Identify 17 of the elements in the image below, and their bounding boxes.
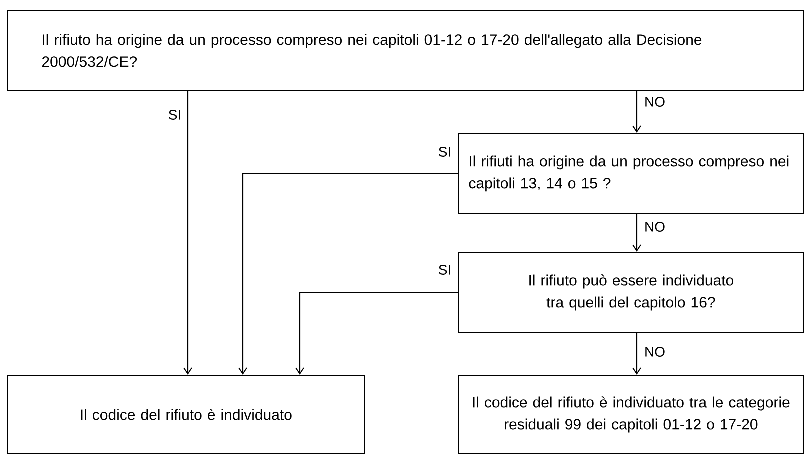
arrow: [632, 91, 642, 133]
arrow: [296, 292, 458, 375]
arrow: [238, 173, 458, 375]
arrow: [632, 214, 642, 252]
edge-label: NO: [646, 222, 665, 232]
edge-label: NO: [646, 97, 665, 107]
edge-label: SI: [439, 265, 450, 275]
process-box: Il codice del rifiuto è individuato tra le categorie residuali 99 dei capitoli 01-12 o 17-20: [458, 375, 804, 454]
arrow: [632, 333, 642, 375]
process-box: Il rifiuto ha origine da un processo compreso nei capitoli 01-12 o 17-20 dell'allegato alla Decisione 2000/532/CE?: [7, 10, 804, 92]
arrow: [184, 91, 192, 375]
process-box: Il codice del rifiuto è individuato: [7, 375, 366, 454]
edge-label: SI: [439, 147, 450, 157]
edge-label: SI: [169, 110, 180, 120]
process-box: Il rifiuti ha origine da un processo compreso nei capitoli 13, 14 o 15 ?: [458, 133, 804, 214]
process-box: Il rifiuto può essere individuato tra quelli del capitolo 16?: [458, 252, 804, 334]
edge-label: NO: [646, 347, 665, 357]
